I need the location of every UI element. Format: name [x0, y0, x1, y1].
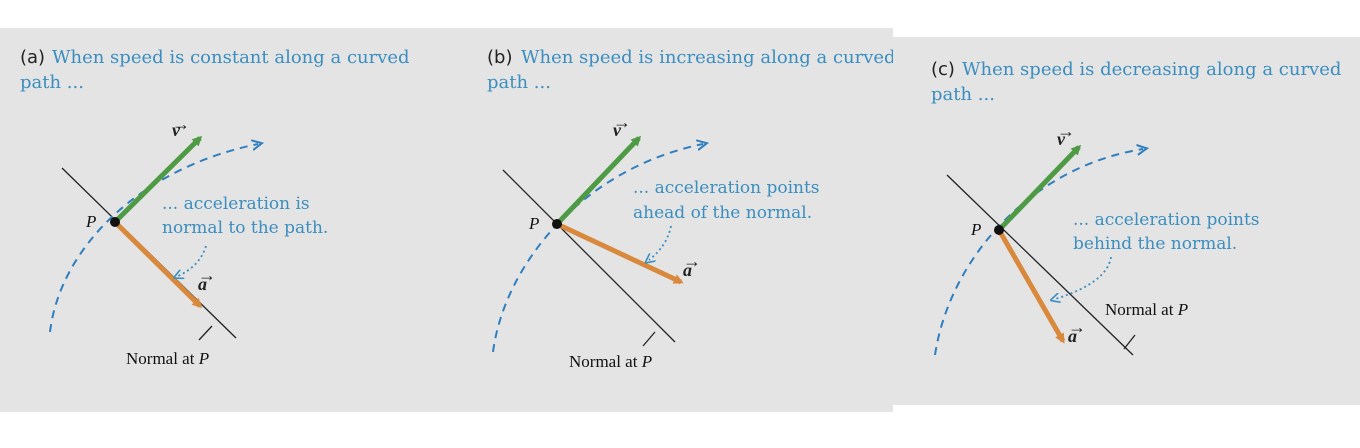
- panel-tag: (c): [931, 59, 955, 80]
- note-line-1: ... acceleration points: [1073, 210, 1260, 230]
- normal-line: [946, 174, 1134, 356]
- note-pointer: [649, 225, 672, 260]
- point-p-label: P: [85, 212, 96, 231]
- velocity-vector: [113, 135, 203, 224]
- panel-a: (a) When speed is constant along a curve…: [0, 28, 447, 412]
- acceleration-vector: [555, 221, 684, 285]
- diagram-c: (c) When speed is decreasing along a cur…: [931, 59, 1341, 356]
- acceleration-vector: [113, 220, 203, 309]
- caption-line-2: path ...: [931, 84, 995, 105]
- point-p-label: P: [528, 214, 539, 233]
- note-line-2: normal to the path.: [162, 218, 328, 238]
- note-line-2: ahead of the normal.: [633, 203, 812, 223]
- acceleration-label: a: [683, 260, 692, 280]
- velocity-label: v: [1057, 129, 1066, 149]
- acceleration-vector: [996, 228, 1066, 344]
- normal-label-tick: [1123, 334, 1136, 350]
- caption-line-1: When speed is increasing along a curved: [521, 47, 896, 68]
- point-p: [994, 225, 1004, 235]
- normal-label: Normal at P: [1105, 300, 1188, 319]
- velocity-vector: [555, 135, 642, 226]
- note-line-2: behind the normal.: [1073, 234, 1237, 254]
- note-line-1: ... acceleration points: [633, 178, 820, 198]
- normal-label: Normal at P: [569, 352, 652, 371]
- panel-tag: (b): [487, 47, 512, 68]
- diagram-b: (b) When speed is increasing along a cur…: [487, 47, 896, 371]
- acceleration-arrow-accent: →: [683, 251, 701, 271]
- note-pointer: [178, 245, 207, 276]
- velocity-label: v: [613, 120, 622, 140]
- caption-line-2: path ...: [20, 72, 84, 93]
- normal-line: [502, 169, 676, 343]
- velocity-label: v: [172, 120, 181, 140]
- normal-label: Normal at P: [126, 349, 209, 368]
- normal-label-tick: [198, 325, 213, 341]
- velocity-arrow-accent: →: [613, 112, 631, 132]
- velocity-arrow-accent: →: [172, 114, 190, 134]
- caption-line-1: When speed is constant along a curved: [52, 47, 410, 68]
- point-p: [110, 217, 120, 227]
- acceleration-arrow-accent: →: [198, 265, 216, 285]
- panel-c: (c) When speed is decreasing along a cur…: [893, 37, 1360, 405]
- point-p: [552, 219, 562, 229]
- curved-path: [49, 144, 258, 333]
- normal-label-tick: [642, 331, 656, 347]
- note-line-1: ... acceleration is: [162, 194, 310, 214]
- acceleration-label: a: [1068, 326, 1077, 346]
- acceleration-label: a: [198, 274, 207, 294]
- curved-path: [492, 144, 703, 353]
- velocity-arrow-accent: →: [1057, 121, 1075, 141]
- caption-line-1: When speed is decreasing along a curved: [962, 59, 1341, 80]
- curved-path: [934, 149, 1143, 356]
- velocity-vector: [997, 144, 1082, 232]
- panel-tag: (a): [20, 47, 45, 68]
- note-pointer: [1055, 256, 1112, 299]
- diagram-a: (a) When speed is constant along a curve…: [20, 47, 410, 368]
- acceleration-arrow-accent: →: [1068, 317, 1086, 337]
- caption-line-2: path ...: [487, 72, 551, 93]
- panel-b: (b) When speed is increasing along a cur…: [447, 28, 896, 412]
- point-p-label: P: [970, 220, 981, 239]
